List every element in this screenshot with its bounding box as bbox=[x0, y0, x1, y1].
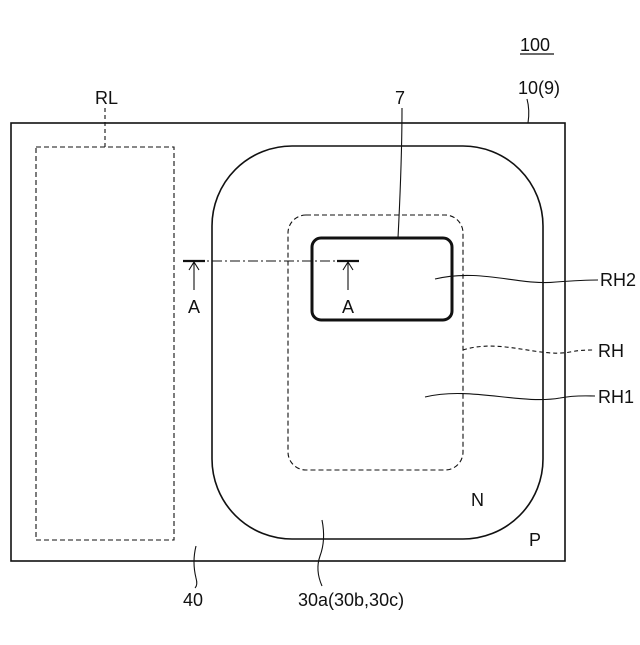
section-label-left: A bbox=[188, 297, 200, 317]
rh2-label: RH2 bbox=[600, 270, 636, 290]
n-region-label: N bbox=[471, 490, 484, 510]
region-rl-label: RL bbox=[95, 88, 118, 108]
p-region-label: P bbox=[529, 530, 541, 550]
region-rl-outline bbox=[36, 147, 174, 540]
region-rh-outline bbox=[288, 215, 463, 470]
rh1-leader bbox=[425, 393, 595, 399]
ref-30a-leader bbox=[318, 520, 324, 586]
ref-40-leader bbox=[194, 546, 197, 588]
element-7-label: 7 bbox=[395, 88, 405, 108]
section-label-right: A bbox=[342, 297, 354, 317]
substrate-label: 10(9) bbox=[518, 78, 560, 98]
element-7-leader bbox=[398, 108, 402, 238]
ref-40-label: 40 bbox=[183, 590, 203, 610]
figure-number-label: 100 bbox=[520, 35, 550, 55]
rh2-leader bbox=[435, 275, 598, 282]
rh-label: RH bbox=[598, 341, 624, 361]
well-region-outline bbox=[212, 146, 543, 539]
rh1-label: RH1 bbox=[598, 387, 634, 407]
element-7-outline bbox=[312, 238, 452, 320]
ref-30a-label: 30a(30b,30c) bbox=[298, 590, 404, 610]
substrate-leader bbox=[527, 99, 529, 123]
rh-leader bbox=[463, 346, 594, 353]
